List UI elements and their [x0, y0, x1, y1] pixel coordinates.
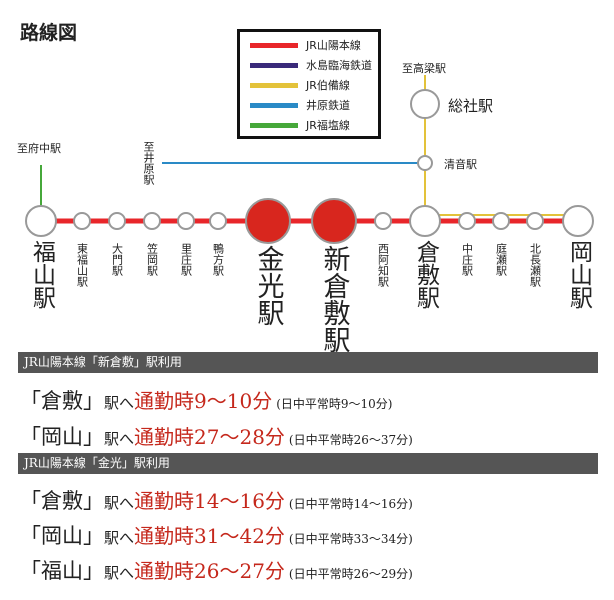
station-marker	[177, 212, 195, 230]
commute-time: 通勤時26〜27分	[134, 559, 285, 583]
destination: 「岡山」	[20, 425, 104, 449]
station-marker	[73, 212, 91, 230]
station-label: 中庄駅	[460, 243, 474, 276]
section-header: JR山陽本線「新倉敷」駅利用	[18, 352, 598, 373]
commute-time: 通勤時9〜10分	[134, 389, 273, 413]
travel-time-row: 「岡山」駅へ通勤時31〜42分(日中平常時33〜34分)	[20, 520, 413, 550]
station-label: 庭瀬駅	[494, 243, 508, 276]
destination: 「岡山」	[20, 524, 104, 548]
station-soja	[410, 89, 440, 119]
station-marker	[374, 212, 392, 230]
station-label: 大門駅	[110, 243, 124, 276]
station-marker	[492, 212, 510, 230]
station-kiyone	[417, 155, 433, 171]
label-fuchu: 至府中駅	[17, 142, 61, 155]
daytime-note: (日中平常時9〜10分)	[276, 397, 393, 411]
eki-label: 駅へ	[104, 564, 135, 582]
swatch-sanyo	[250, 42, 298, 48]
station-label: 福山駅	[28, 240, 55, 309]
label-takahashi: 至高梁駅	[402, 62, 446, 75]
legend-item: 井原鉄道	[250, 95, 350, 115]
station-label: 金光駅	[252, 245, 284, 326]
legend-item: 水島臨海鉄道	[250, 55, 372, 75]
commute-time: 通勤時14〜16分	[134, 489, 285, 513]
legend-label: JR伯備線	[306, 79, 350, 92]
eki-label: 駅へ	[104, 494, 135, 512]
travel-time-row: 「岡山」駅へ通勤時27〜28分(日中平常時26〜37分)	[20, 421, 413, 451]
station-markers	[25, 89, 594, 244]
daytime-note: (日中平常時26〜29分)	[288, 567, 413, 581]
daytime-note: (日中平常時33〜34分)	[288, 532, 413, 546]
travel-time-row: 「倉敷」駅へ通勤時14〜16分(日中平常時14〜16分)	[20, 485, 413, 515]
destination: 「福山」	[20, 559, 104, 583]
legend-label: JR山陽本線	[306, 39, 361, 52]
commute-time: 通勤時27〜28分	[134, 425, 285, 449]
daytime-note: (日中平常時26〜37分)	[288, 433, 413, 447]
station-marker	[209, 212, 227, 230]
station-marker	[311, 198, 357, 244]
station-marker	[143, 212, 161, 230]
legend-label: 井原鉄道	[306, 99, 350, 112]
legend-item: JR伯備線	[250, 75, 350, 95]
station-marker	[25, 205, 57, 237]
label-ibara: 至井原駅	[142, 141, 155, 185]
commute-time: 通勤時31〜42分	[134, 524, 285, 548]
section-header: JR山陽本線「金光」駅利用	[18, 453, 598, 474]
station-marker	[526, 212, 544, 230]
destination: 「倉敷」	[20, 389, 104, 413]
daytime-note: (日中平常時14〜16分)	[288, 497, 413, 511]
station-label: 北長瀬駅	[528, 243, 542, 287]
label-kiyone: 清音駅	[444, 158, 477, 171]
station-label: 岡山駅	[565, 240, 592, 309]
swatch-ibara	[250, 102, 298, 108]
label-soja: 総社駅	[448, 97, 494, 115]
station-marker	[108, 212, 126, 230]
swatch-mizushima	[250, 62, 298, 68]
destination: 「倉敷」	[20, 489, 104, 513]
eki-label: 駅へ	[104, 529, 135, 547]
eki-label: 駅へ	[104, 394, 135, 412]
station-label: 笠岡駅	[145, 243, 159, 276]
station-marker	[409, 205, 441, 237]
route-lines	[25, 75, 594, 244]
travel-time-row: 「倉敷」駅へ通勤時9〜10分(日中平常時9〜10分)	[20, 385, 392, 415]
legend-item: JR山陽本線	[250, 35, 361, 55]
legend-label: JR福塩線	[306, 119, 350, 132]
swatch-hakubi	[250, 82, 298, 88]
station-label: 西阿知駅	[376, 243, 390, 287]
station-label: 鴨方駅	[211, 243, 225, 276]
page-title: 路線図	[20, 22, 78, 44]
legend-item: JR福塩線	[250, 115, 350, 135]
eki-label: 駅へ	[104, 430, 135, 448]
legend: JR山陽本線 水島臨海鉄道 JR伯備線 井原鉄道 JR福塩線	[237, 29, 381, 139]
travel-time-row: 「福山」駅へ通勤時26〜27分(日中平常時26〜29分)	[20, 555, 413, 585]
station-marker	[562, 205, 594, 237]
station-label: 倉敷駅	[412, 240, 439, 309]
swatch-fukuen	[250, 122, 298, 128]
station-label: 新倉敷駅	[318, 245, 350, 353]
station-label: 里庄駅	[179, 243, 193, 276]
station-marker	[245, 198, 291, 244]
station-label: 東福山駅	[75, 243, 89, 287]
legend-label: 水島臨海鉄道	[306, 59, 372, 72]
station-marker	[458, 212, 476, 230]
